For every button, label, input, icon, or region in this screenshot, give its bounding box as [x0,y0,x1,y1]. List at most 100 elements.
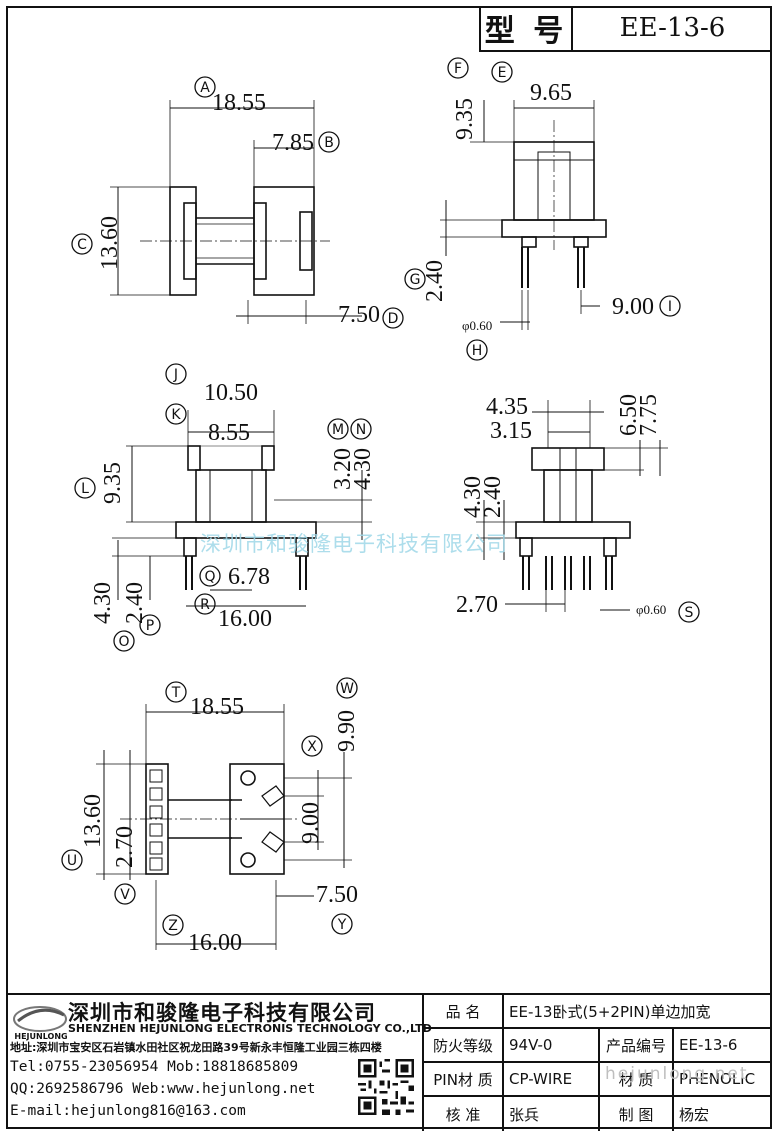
technical-drawing [96,100,668,950]
ref-letter-p: P [146,618,154,634]
ref-circle-r [194,593,216,615]
spec-material-value: PHENOLIC [674,1063,770,1097]
ref-letter-u: U [67,853,77,869]
dim-b-flange: 7.85 [272,130,314,156]
ref-circle-c [71,233,93,255]
dim-pitch: 2.70 [456,592,498,618]
spec-code-value: EE-13-6 [674,1029,770,1063]
spec-draw-label: 制 图 [600,1097,674,1131]
dim-t-width: 18.55 [190,694,244,720]
ref-circle-o [113,630,135,652]
dim-q-core: 6.78 [228,564,270,590]
ref-letter-d: D [388,311,399,327]
spec-name-value: EE-13卧式(5+2PIN)单边加宽 [504,995,770,1029]
ref-letter-g: G [410,272,421,288]
ref-circle-k [165,403,187,425]
watermark-company: 深圳市和骏隆电子科技有限公司 [200,532,508,556]
ref-circle-w [336,677,358,699]
ref-letter-e: E [498,65,507,81]
ref-letter-a: A [200,80,210,96]
company-tel: Tel:0755-23056954 Mob:18818685809 [10,1059,299,1075]
ref-circle-i [659,295,681,317]
ref-circle-s [678,601,700,623]
ref-letter-t: T [171,685,181,701]
ref-circle-x [301,735,323,757]
ref-circle-y [331,913,353,935]
dim-top-b: 3.15 [490,418,532,444]
dim-a-width: 18.55 [212,90,266,116]
ref-circle-t [165,681,187,703]
dim-y-offset: 7.50 [316,882,358,908]
ref-letter-w: W [340,681,354,697]
dim-i-span: 9.00 [612,294,654,320]
dim-j-outer: 10.50 [204,380,258,406]
ref-circle-b [318,131,340,153]
ref-letter-o: O [118,634,129,650]
company-name-cn: 深圳市和骏隆电子科技有限公司 [68,1001,376,1025]
ref-letter-z: Z [168,918,178,934]
spec-pin-value: CP-WIRE [504,1063,600,1097]
watermark-url: hejunlong.net [605,1064,749,1084]
model-label: 型 号 [481,6,573,50]
ref-circle-q [199,565,221,587]
spec-draw-value: 杨宏 [679,1105,710,1124]
dim-d-offset: 7.50 [338,302,380,328]
company-logo-icon: HEJUNLONG [13,1006,68,1041]
ref-letter-h: H [472,343,483,359]
dim-e-width: 9.65 [530,80,572,106]
ref-letter-f: F [454,61,462,77]
ref-letter-l: L [81,481,89,497]
view-bottom [96,704,352,950]
ref-letter-q: Q [204,569,215,585]
spec-pin-label: PIN材 质 [424,1063,504,1097]
ref-letter-y: Y [337,917,347,933]
ref-circle-d [382,307,404,329]
ref-letter-s: S [685,605,694,621]
ref-circle-z [162,914,184,936]
model-box: 型 号 EE-13-6 [479,6,772,52]
ref-letter-c: C [77,237,87,253]
ref-letter-b: B [324,135,334,151]
ref-letter-j: J [173,367,178,383]
dim-k-inner: 8.55 [208,420,250,446]
ref-circle-m [327,418,349,440]
spec-check-value: 张兵 [504,1097,600,1131]
ref-letter-k: K [171,407,181,423]
logo-text: HEJUNLONG [14,1032,67,1041]
spec-check-label: 核 准 [424,1097,504,1131]
ref-circle-v [114,883,136,905]
ref-circle-p [139,614,161,636]
company-name-en: SHENZHEN HEJUNLONG ELECTRONIS TECHNOLOGY… [68,1022,432,1035]
ref-circle-l [74,477,96,499]
qr-code-icon [358,1059,414,1115]
spec-name-label: 品 名 [424,995,504,1029]
view-top-right [440,100,607,330]
ref-letter-v: V [120,887,130,903]
view-mid-left [112,410,372,607]
spec-code-label: 产品编号 [600,1029,674,1063]
ref-circle-e [491,61,513,83]
drawing-frame [6,6,772,1129]
ref-circle-a [194,76,216,98]
dim-top-a: 4.35 [486,394,528,420]
dim-z-pins: 16.00 [188,930,242,956]
spec-fire-value: 94V-0 [504,1029,600,1063]
title-block: HEJUNLONG 深圳市和骏隆电子科技有限公司 SHENZHEN HEJUNL… [6,993,772,1131]
ref-circle-j [165,363,187,385]
dim-s-dia: φ0.60 [636,602,667,617]
view-mid-right [476,400,668,612]
ref-letter-i: I [668,299,672,315]
model-value: EE-13-6 [619,13,726,43]
dim-h-dia: φ0.60 [462,318,493,333]
ref-letter-n: N [356,422,366,438]
ref-letter-r: R [200,597,210,613]
ref-circle-f [447,57,469,79]
spec-grid: 品 名 EE-13卧式(5+2PIN)单边加宽 防火等级 94V-0 产品编号 … [424,995,770,1131]
dim-r-pins: 16.00 [218,606,272,632]
spec-fire-label: 防火等级 [424,1029,504,1063]
view-top-left [110,100,362,324]
company-info: HEJUNLONG 深圳市和骏隆电子科技有限公司 SHENZHEN HEJUNL… [6,995,432,1131]
company-address: 地址:深圳市宝安区石岩镇水田社区祝龙田路39号新永丰恒隆工业园三栋四楼 [10,1041,382,1054]
company-email: E-mail:hejunlong816@163.com [10,1103,246,1119]
ref-circle-n [350,418,372,440]
